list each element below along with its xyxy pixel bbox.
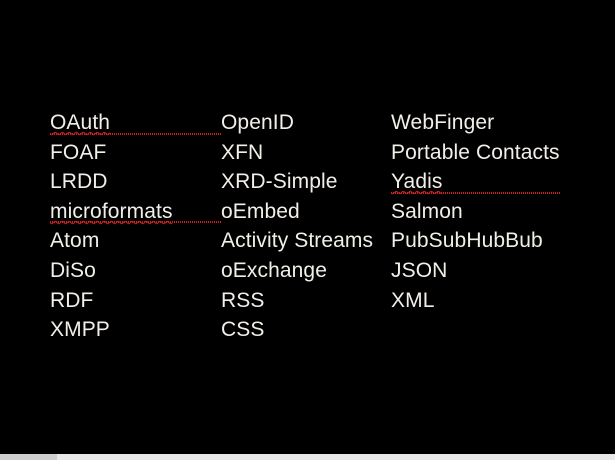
term-item[interactable]: XML <box>391 288 435 312</box>
term-item[interactable]: Salmon <box>391 199 463 223</box>
bottom-chrome-tab <box>0 454 57 460</box>
term-item[interactable]: XRD-Simple <box>221 170 338 194</box>
term-item[interactable]: FOAF <box>50 140 107 164</box>
bottom-chrome-bar <box>0 454 615 460</box>
term-item[interactable]: XMPP <box>50 318 110 342</box>
term-item[interactable]: JSON <box>391 258 448 282</box>
term-item[interactable]: Yadis <box>391 167 561 197</box>
term-item[interactable]: microformats <box>50 197 221 227</box>
term-item[interactable]: OpenID <box>221 111 294 134</box>
term-item[interactable]: oExchange <box>221 258 327 282</box>
term-item[interactable]: OAuth <box>50 108 221 138</box>
term-item[interactable]: RSS <box>221 288 265 312</box>
term-item[interactable]: Portable Contacts <box>391 140 560 164</box>
term-item[interactable]: Atom <box>50 229 100 253</box>
term-item[interactable]: oEmbed <box>221 199 300 223</box>
term-item[interactable]: PubSubHubBub <box>391 229 543 253</box>
term-item[interactable]: DiSo <box>50 258 96 282</box>
term-item[interactable]: LRDD <box>50 170 108 194</box>
term-item[interactable]: CSS <box>221 318 265 342</box>
term-item[interactable]: RDF <box>50 288 94 312</box>
term-item[interactable]: WebFinger <box>391 111 495 134</box>
term-item[interactable]: Activity Streams <box>221 229 374 253</box>
term-item[interactable]: XFN <box>221 140 264 164</box>
